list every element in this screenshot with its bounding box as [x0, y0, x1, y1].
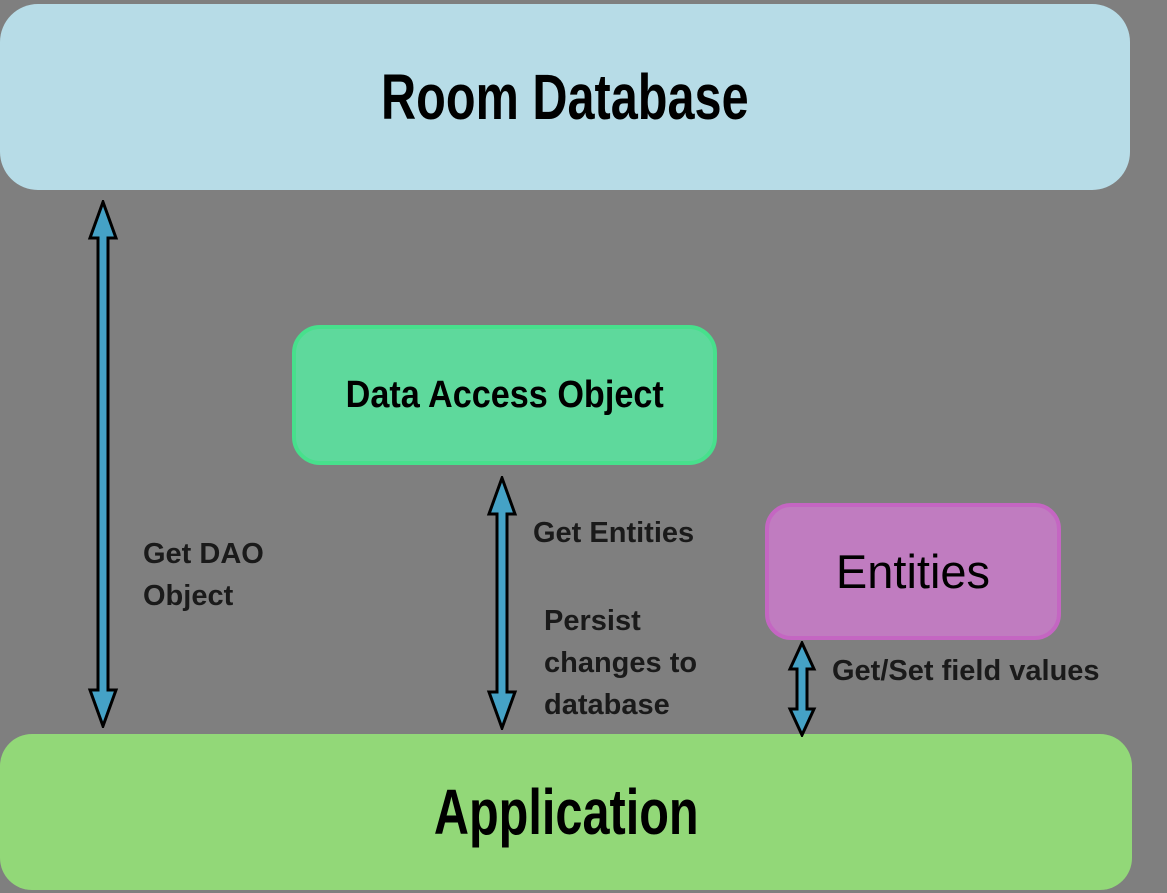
application-label: Application	[433, 776, 699, 848]
dao-application-arrow-icon	[486, 476, 518, 730]
entities-application-arrow-icon	[787, 641, 817, 737]
data-access-object-box: Data Access Object	[292, 325, 717, 465]
room-database-box: Room Database	[0, 4, 1130, 190]
persist-changes-label: Persist changes to database	[544, 605, 698, 721]
data-access-object-label: Data Access Object	[345, 373, 664, 416]
get-entities-label: Get Entities	[533, 517, 695, 549]
room-database-label: Room Database	[381, 61, 749, 133]
get-dao-object-label: Get DAO Object	[143, 538, 264, 612]
entities-label: Entities	[835, 545, 991, 598]
database-application-arrow-icon	[87, 200, 119, 728]
application-box: Application	[0, 734, 1132, 890]
entities-box: Entities	[765, 503, 1061, 640]
get-set-field-values-label: Get/Set field values	[832, 655, 1100, 687]
